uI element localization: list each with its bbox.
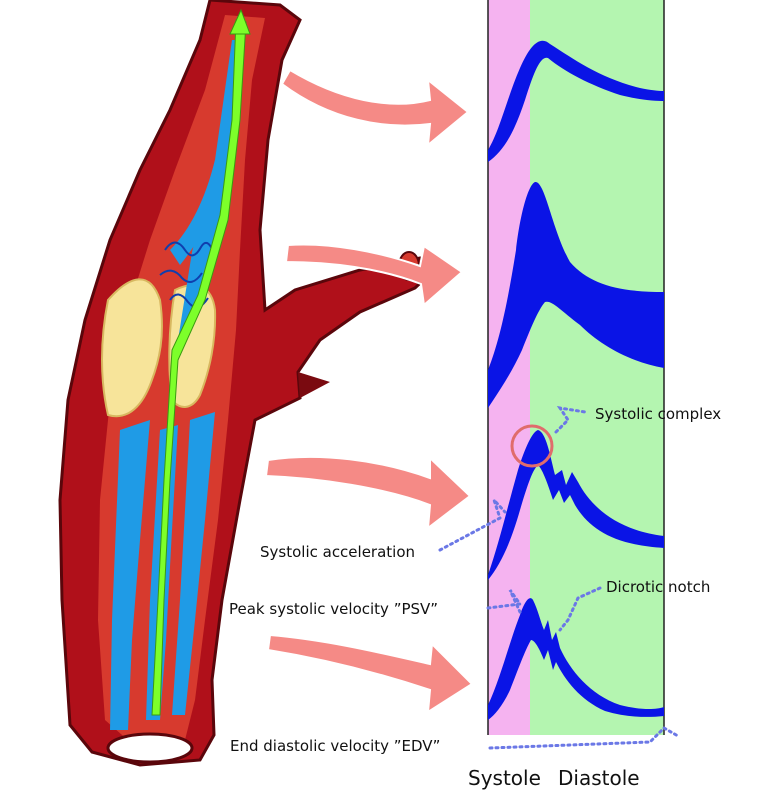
edv-pointer — [488, 726, 680, 750]
label-systolic-complex: Systolic complex — [595, 405, 722, 423]
callouts — [438, 405, 680, 750]
label-systolic-acceleration: Systolic acceleration — [260, 543, 416, 561]
peak-highlight-circle — [510, 424, 554, 468]
flow-arrow — [284, 243, 464, 307]
diastole-band — [530, 0, 664, 735]
flow-arrow — [264, 455, 472, 531]
flow-arrow — [280, 68, 470, 148]
systolic-complex-pointer — [554, 405, 587, 434]
waveform-1 — [488, 40, 664, 163]
label-peak-systolic-velocity: Peak systolic velocity ”PSV” — [229, 600, 439, 618]
vessel-opening — [106, 732, 194, 764]
label-end-diastolic-velocity: End diastolic velocity ”EDV” — [230, 737, 441, 755]
psv-pointer — [486, 589, 523, 614]
flow-arrows — [264, 68, 474, 714]
systolic-acceleration-pointer — [438, 498, 507, 552]
label-diastole: Diastole — [558, 766, 640, 790]
flow-arrow — [266, 633, 474, 714]
dicrotic-notch-pointer — [558, 586, 602, 632]
waveform-2 — [488, 181, 664, 408]
waveform-4 — [488, 598, 664, 720]
artery-stenosis-illustration — [58, 0, 435, 767]
label-systole: Systole — [468, 766, 541, 790]
label-dicrotic-notch: Dicrotic notch — [606, 578, 711, 596]
